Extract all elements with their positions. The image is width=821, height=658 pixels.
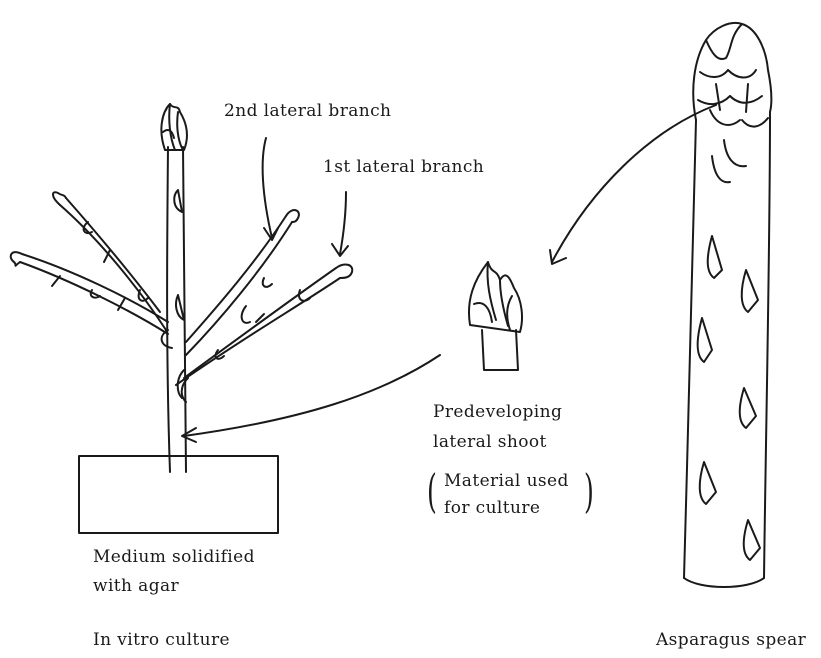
predeveloping-label-line2: lateral shoot: [433, 434, 547, 451]
arrow-spear-to-shoot: [550, 105, 716, 264]
main-stem: [161, 104, 187, 472]
arrow-2nd-branch: [263, 138, 278, 240]
in-vitro-plant: [11, 104, 353, 533]
agar-medium-box: [79, 456, 278, 533]
asparagus-spear-caption: Asparagus spear: [656, 632, 806, 649]
first-lateral-branch-label: 1st lateral branch: [323, 159, 484, 176]
left-parenthesis: (: [427, 468, 437, 514]
arrow-1st-branch: [332, 192, 348, 256]
predeveloping-shoot: [469, 262, 522, 370]
material-label-line1: Material used: [444, 473, 569, 490]
predeveloping-label-line1: Predeveloping: [433, 404, 562, 421]
in-vitro-culture-caption: In vitro culture: [93, 632, 230, 649]
second-lateral-branch-label: 2nd lateral branch: [224, 103, 391, 120]
arrow-shoot-to-stem: [182, 355, 440, 442]
medium-label-line2: with agar: [93, 578, 179, 595]
material-label-line2: for culture: [444, 500, 540, 517]
medium-label-line1: Medium solidified: [93, 549, 255, 566]
second-lateral-branch: [186, 210, 299, 355]
right-parenthesis: ): [584, 468, 594, 514]
asparagus-spear: [684, 23, 771, 587]
upper-left-branch: [53, 192, 166, 330]
